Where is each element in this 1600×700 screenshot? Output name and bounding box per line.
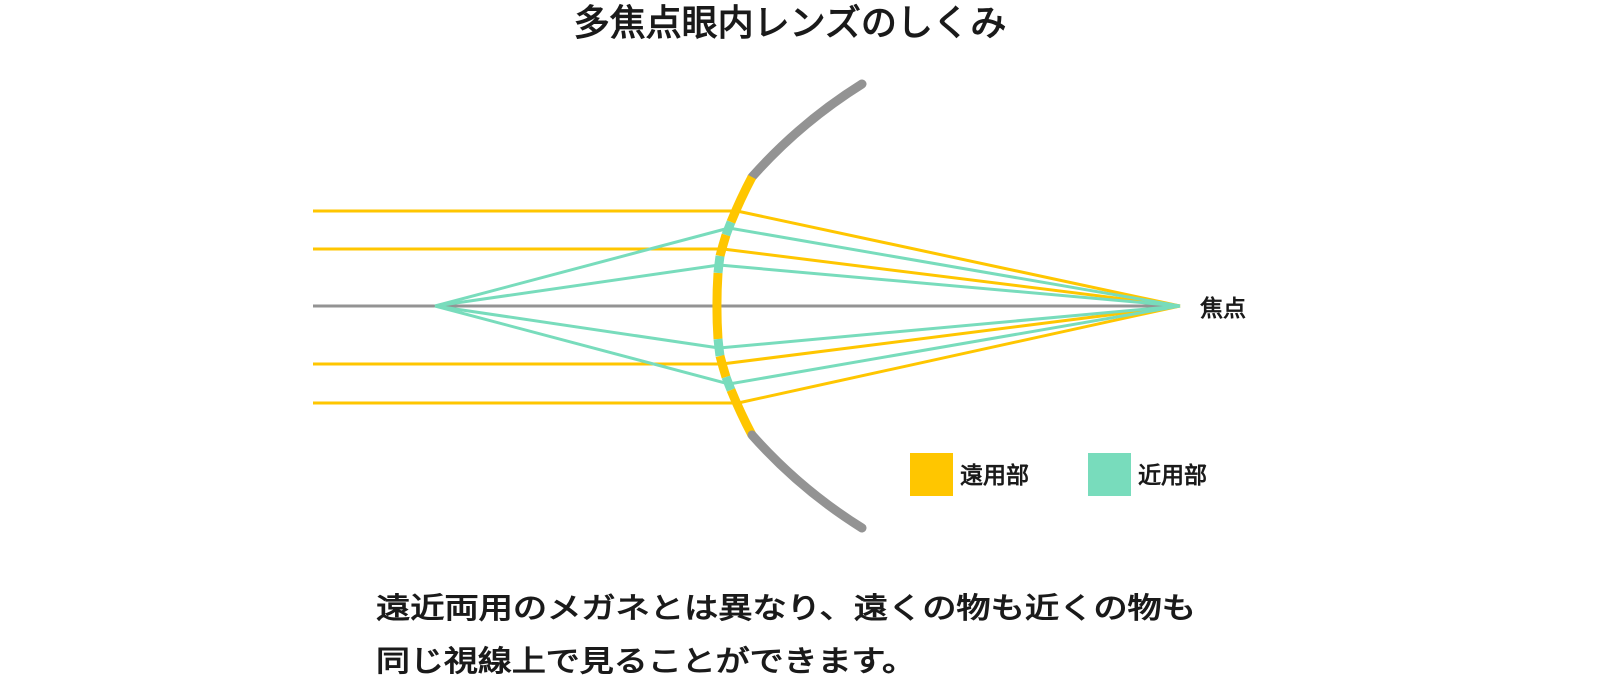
- lens-far-zone-2: [715, 233, 731, 258]
- diagram-title: 多焦点眼内レンズのしくみ: [574, 2, 1007, 44]
- near-ray-2-refracted: [718, 263, 1181, 308]
- near-ray-2: [434, 263, 720, 308]
- near-ray-4: [434, 304, 730, 386]
- far-ray-3-refracted: [721, 304, 1181, 366]
- near-ray-3-refracted: [718, 304, 1181, 350]
- lens: [712, 79, 867, 533]
- near-ray-4-refracted: [728, 304, 1181, 386]
- far-ray-1-refracted: [736, 209, 1181, 308]
- lens-lower-far-zone: [726, 388, 756, 438]
- legend-near-swatch: [1088, 453, 1131, 496]
- legend-near-label: 近用部: [1138, 462, 1207, 489]
- near-ray-3: [434, 304, 720, 350]
- far-ray-4-refracted: [737, 304, 1181, 405]
- lens-far-zone-4: [715, 354, 731, 379]
- caption-line-1: 遠近両用のメガネとは異なり、遠くの物も近くの物も: [376, 591, 1196, 625]
- lens-upper-far-zone: [726, 174, 756, 224]
- lens-near-zone-4: [721, 375, 736, 392]
- lens-near-zone-3: [713, 338, 725, 357]
- near-ray-1: [434, 226, 730, 308]
- legend: 遠用部 近用部: [910, 453, 1207, 496]
- caption-line-2: 同じ視線上で見ることができます。: [376, 644, 916, 678]
- lens-upper-gray: [747, 79, 867, 182]
- lens-near-zone-2: [713, 255, 725, 274]
- near-rays: [434, 226, 1181, 386]
- focus-label: 焦点: [1200, 295, 1246, 322]
- near-ray-1-refracted: [728, 226, 1181, 308]
- far-rays: [313, 209, 1181, 405]
- lens-lower-gray: [747, 430, 867, 533]
- legend-far-swatch: [910, 453, 953, 496]
- far-ray-2-refracted: [722, 247, 1181, 308]
- lens-center-far-zone: [712, 272, 723, 340]
- legend-far-label: 遠用部: [960, 462, 1029, 489]
- lens-upper-near-zone: [721, 220, 736, 237]
